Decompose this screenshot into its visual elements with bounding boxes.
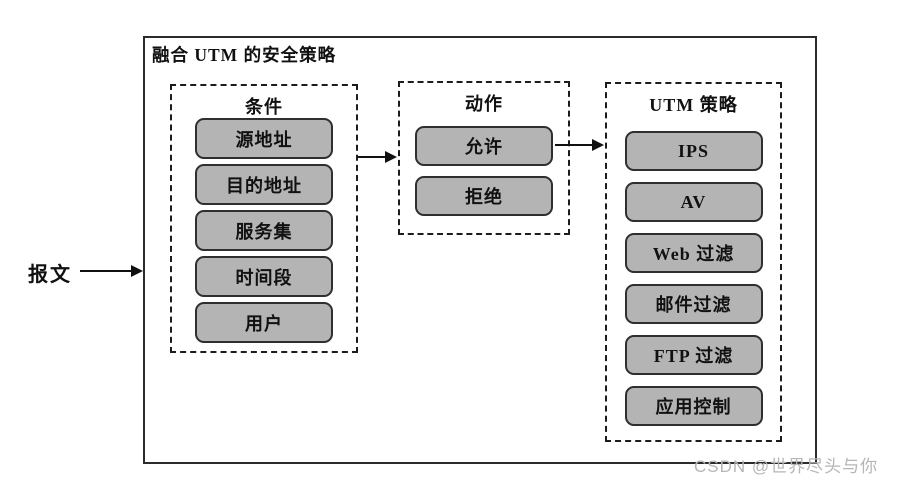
condition-node-source-address: 源地址	[195, 118, 333, 159]
utm-node-web-filter: Web 过滤	[624, 233, 763, 273]
condition-node-stack: 源地址 目的地址 服务集 时间段 用户	[195, 118, 333, 343]
condition-node-user: 用户	[195, 302, 333, 343]
utm-node-mail-filter: 邮件过滤	[624, 284, 763, 324]
watermark: CSDN @世界尽头与你	[694, 457, 879, 476]
condition-group-box: 条件 源地址 目的地址 服务集 时间段 用户	[170, 84, 358, 353]
utm-node-av: AV	[624, 182, 763, 222]
action-group-title: 动作	[465, 94, 503, 114]
action-node-deny: 拒绝	[415, 176, 553, 216]
packet-arrow-head-icon	[131, 265, 143, 277]
action-group-box: 动作 允许 拒绝	[398, 81, 570, 235]
condition-to-action-arrow-line	[358, 156, 386, 158]
condition-node-time-range: 时间段	[195, 256, 333, 297]
action-to-utm-arrow-line	[555, 144, 593, 146]
condition-group-title: 条件	[245, 97, 283, 117]
condition-node-service-set: 服务集	[195, 210, 333, 251]
utm-node-ips: IPS	[624, 131, 763, 171]
utm-node-stack: IPS AV Web 过滤 邮件过滤 FTP 过滤 应用控制	[624, 131, 763, 426]
action-node-permit: 允许	[415, 126, 553, 166]
utm-policy-group-box: UTM 策略 IPS AV Web 过滤 邮件过滤 FTP 过滤 应用控制	[605, 82, 782, 442]
utm-node-app-control: 应用控制	[624, 386, 763, 426]
condition-to-action-arrow-head-icon	[385, 151, 397, 163]
action-to-utm-arrow-head-icon	[592, 139, 604, 151]
packet-arrow-line	[80, 270, 133, 272]
utm-policy-group-title: UTM 策略	[649, 95, 738, 115]
diagram-title: 融合 UTM 的安全策略	[152, 45, 337, 65]
condition-node-destination-address: 目的地址	[195, 164, 333, 205]
packet-label: 报文	[28, 264, 72, 286]
action-node-stack: 允许 拒绝	[415, 126, 553, 216]
utm-node-ftp-filter: FTP 过滤	[624, 335, 763, 375]
